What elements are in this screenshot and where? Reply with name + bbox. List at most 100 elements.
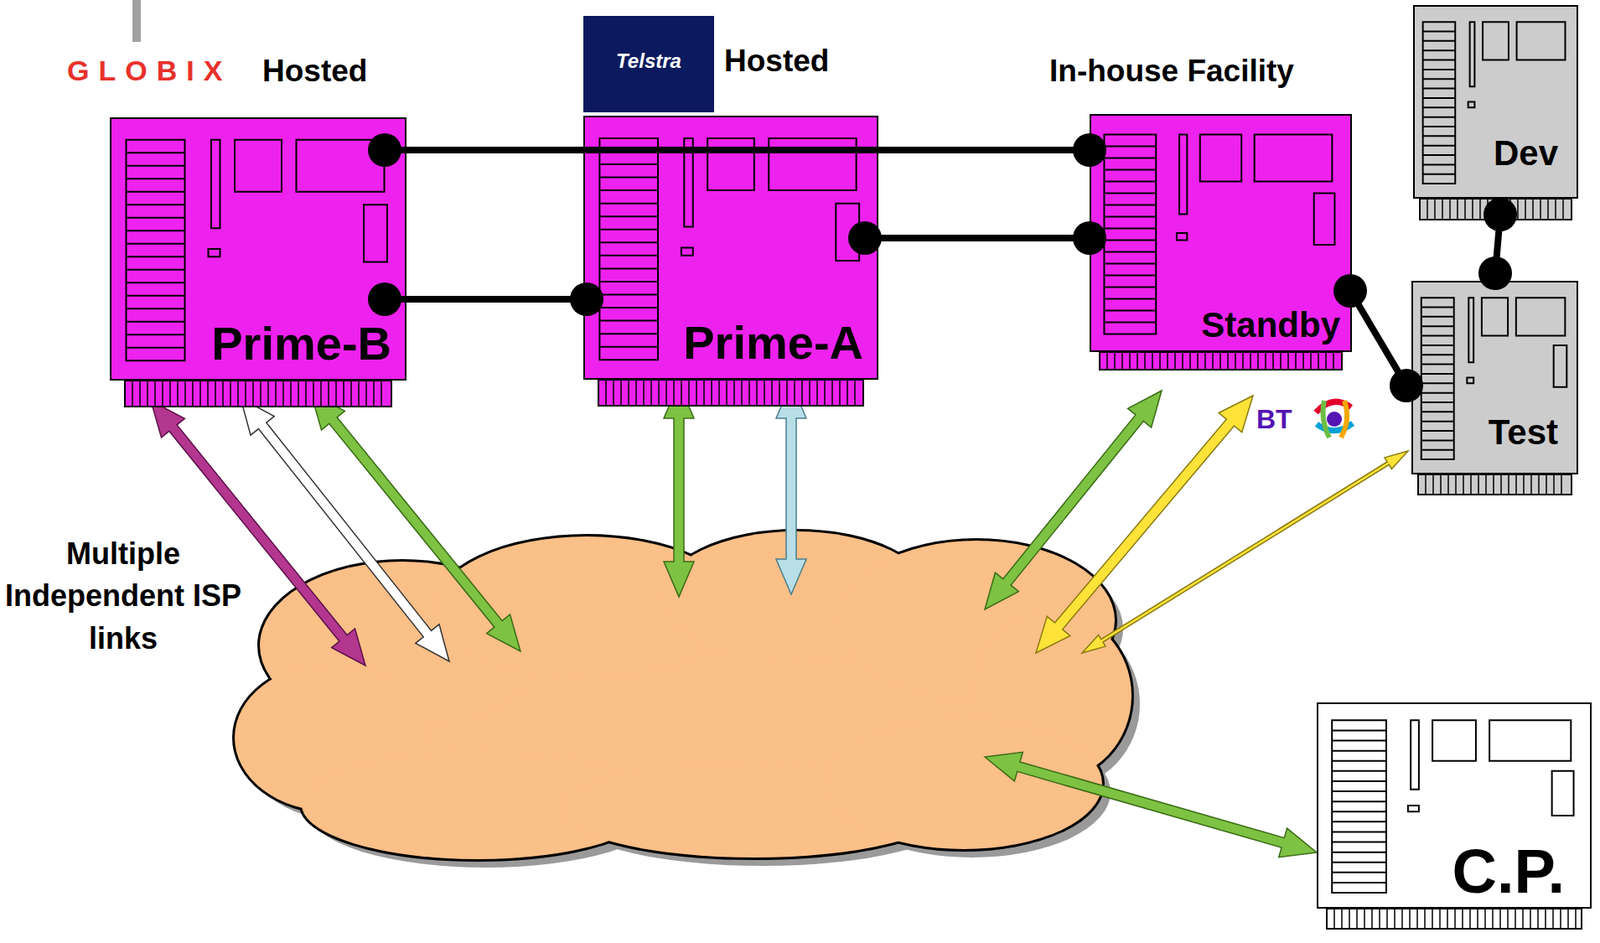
pin [838, 379, 841, 406]
pin [1567, 908, 1569, 929]
link-stroke [384, 295, 587, 303]
pin [1500, 474, 1502, 495]
slot-line [599, 189, 658, 192]
pin [1211, 352, 1214, 370]
link-dot [367, 282, 402, 316]
slot-line [126, 269, 186, 271]
pin [1136, 352, 1139, 370]
slot-line [1103, 168, 1156, 171]
slot-line [599, 280, 658, 283]
pin [1196, 352, 1199, 370]
pin [1234, 352, 1237, 370]
pin [252, 380, 254, 407]
board-part [1482, 21, 1509, 60]
pin [831, 379, 834, 406]
pin [1553, 474, 1555, 495]
isp-link-arrow [663, 383, 694, 597]
pin [801, 379, 803, 406]
pin [161, 380, 164, 407]
pin [312, 380, 315, 407]
slot-line [1331, 740, 1387, 742]
slot-line [1421, 392, 1455, 394]
pin [620, 379, 622, 406]
slot-line [1331, 770, 1387, 772]
slot-line [126, 295, 186, 297]
pin [1545, 474, 1548, 495]
slot-line [599, 228, 658, 231]
slot-line [1331, 750, 1387, 752]
telstra-logo-box [583, 15, 715, 113]
pin [1294, 352, 1297, 370]
slot-line [1423, 59, 1456, 62]
pin [854, 379, 856, 406]
link-dot [848, 221, 882, 255]
pin [1544, 908, 1547, 929]
slot-line [126, 346, 186, 349]
board-part [1408, 805, 1419, 812]
pin [1174, 352, 1176, 370]
slot-line [1103, 262, 1156, 265]
server-box: Standby [1089, 113, 1352, 353]
pin [1378, 908, 1381, 929]
pin [657, 379, 660, 406]
board-part [835, 203, 860, 261]
pin [1449, 198, 1451, 220]
slot-line [1423, 134, 1456, 137]
pin-strip [1099, 352, 1342, 370]
pin [627, 379, 630, 406]
slot-line [1103, 227, 1156, 229]
pin [146, 380, 149, 407]
text-label: In-house Facility [1049, 53, 1385, 90]
slot-line [126, 165, 186, 167]
link-line [1478, 197, 1518, 290]
slot-line [1421, 306, 1455, 309]
server-label: Prime-B [211, 316, 392, 371]
pin [1456, 198, 1459, 220]
board-part [1468, 102, 1476, 109]
pin [1272, 352, 1274, 370]
pin [1524, 198, 1527, 220]
globe-circle [1312, 397, 1357, 441]
pin [1491, 908, 1494, 929]
board-part [126, 139, 186, 362]
slot-line [599, 267, 658, 270]
pin [1477, 474, 1480, 495]
slot-line [1331, 790, 1387, 793]
slot-line [1423, 49, 1456, 52]
slot-line [126, 229, 186, 232]
slot-line [599, 150, 658, 152]
server-box: C.P. [1316, 702, 1592, 909]
board-part [1466, 377, 1474, 384]
link-line [1333, 274, 1424, 403]
pin [1461, 908, 1464, 929]
pin [1302, 352, 1305, 370]
pin [1219, 352, 1222, 370]
pin [357, 380, 360, 407]
slot-line [1331, 760, 1387, 762]
server-label: Test [1488, 412, 1559, 453]
board-part [1421, 297, 1455, 460]
pin [1439, 908, 1441, 929]
pin [1257, 352, 1259, 370]
pin [1159, 352, 1161, 370]
slot-line [126, 203, 186, 206]
board-part [1423, 21, 1456, 184]
slot-line [1423, 106, 1456, 109]
slot-line [1421, 353, 1455, 356]
pin [1189, 352, 1191, 370]
isp-links [150, 383, 1409, 858]
slot-line [1421, 439, 1455, 441]
pin [1423, 908, 1426, 929]
pin [1424, 474, 1427, 495]
pin [1333, 908, 1336, 929]
slot-line [599, 176, 658, 179]
slot-line [599, 332, 658, 335]
slot-line [599, 293, 658, 296]
pin [1539, 198, 1542, 220]
pin [695, 379, 698, 406]
pin [1432, 474, 1435, 495]
slot-line [1423, 88, 1456, 90]
pin [222, 380, 224, 407]
pin [1393, 908, 1396, 929]
slot-line [1331, 851, 1387, 854]
